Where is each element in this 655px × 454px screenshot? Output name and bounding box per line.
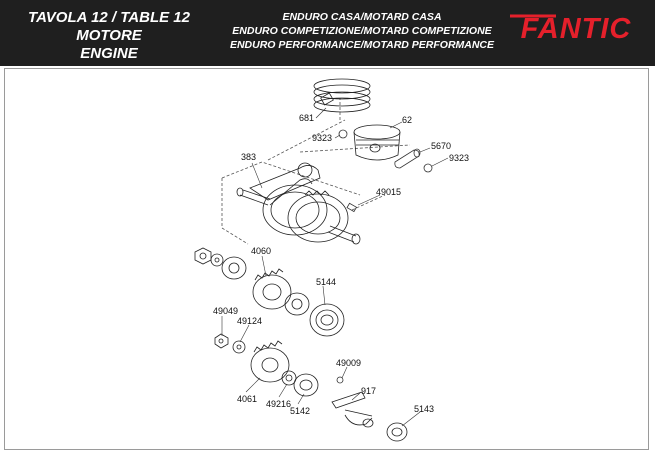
part-label-5143: 5143 bbox=[414, 404, 435, 414]
assembly-dash-line-49015 bbox=[351, 194, 386, 211]
part-label-383: 383 bbox=[241, 152, 257, 162]
woodruff-key bbox=[346, 202, 358, 213]
table-title: TAVOLA 12 / TABLE 12 MOTORE ENGINE bbox=[14, 9, 204, 63]
spacer-49216 bbox=[281, 370, 297, 386]
fantic-logo: FANTIC bbox=[510, 13, 632, 45]
part-label-917: 917 bbox=[361, 386, 377, 396]
part-label-5142: 5142 bbox=[290, 406, 311, 416]
piston bbox=[353, 124, 401, 161]
circlip-right bbox=[423, 163, 433, 173]
header-bar: TAVOLA 12 / TABLE 12 MOTORE ENGINE ENDUR… bbox=[0, 0, 655, 66]
part-label-62: 62 bbox=[402, 115, 413, 125]
assembly-dash-line-left bbox=[221, 178, 249, 245]
model-line-3: ENDURO PERFORMANCE/MOTARD PERFORMANCE bbox=[229, 39, 495, 51]
table-title-line-2: MOTORE bbox=[76, 27, 142, 44]
crankshaft-connecting-rod bbox=[236, 162, 361, 245]
part-label-49009: 49009 bbox=[336, 358, 362, 368]
pin-49009 bbox=[336, 376, 344, 384]
part-label-4060: 4060 bbox=[251, 246, 272, 256]
diagram-frame bbox=[4, 68, 649, 450]
gear-4061 bbox=[250, 340, 290, 383]
part-label-49216: 49216 bbox=[266, 399, 292, 409]
shaft-917 bbox=[331, 391, 374, 428]
bearing-5142 bbox=[293, 373, 319, 397]
model-list: ENDURO CASA/MOTARD CASA ENDURO COMPETIZI… bbox=[226, 10, 498, 52]
model-line-2: ENDURO COMPETIZIONE/MOTARD COMPETIZIONE bbox=[232, 25, 492, 37]
circlip-left bbox=[338, 129, 348, 139]
nut-49049 bbox=[214, 333, 229, 349]
assembly-dash-line-top bbox=[221, 161, 361, 196]
table-title-line-1: TAVOLA 12 / TABLE 12 bbox=[28, 9, 190, 26]
part-label-9323-left: 9323 bbox=[312, 133, 333, 143]
bearing-5144 bbox=[309, 303, 345, 337]
model-line-1: ENDURO CASA/MOTARD CASA bbox=[282, 11, 442, 23]
part-label-49124: 49124 bbox=[237, 316, 263, 326]
part-label-9323-right: 9323 bbox=[449, 153, 470, 163]
part-label-49015: 49015 bbox=[376, 187, 402, 197]
assembly-dash-line-pin bbox=[299, 144, 411, 153]
part-label-49049: 49049 bbox=[213, 306, 239, 316]
gear-4060 bbox=[221, 256, 292, 310]
part-label-5670: 5670 bbox=[431, 141, 452, 151]
washer-49124 bbox=[232, 340, 246, 354]
part-label-4061: 4061 bbox=[237, 394, 258, 404]
nut-washer-group bbox=[194, 247, 224, 267]
bearing-small bbox=[284, 292, 310, 316]
piston-rings bbox=[313, 78, 371, 113]
part-label-681: 681 bbox=[299, 113, 315, 123]
part-label-5144: 5144 bbox=[316, 277, 337, 287]
brand-text: FANTIC bbox=[521, 13, 632, 45]
table-title-line-3: ENGINE bbox=[80, 45, 138, 62]
assembly-dash-line-piston bbox=[267, 119, 346, 161]
bearing-5143 bbox=[386, 422, 408, 442]
piston-pin bbox=[394, 148, 421, 169]
